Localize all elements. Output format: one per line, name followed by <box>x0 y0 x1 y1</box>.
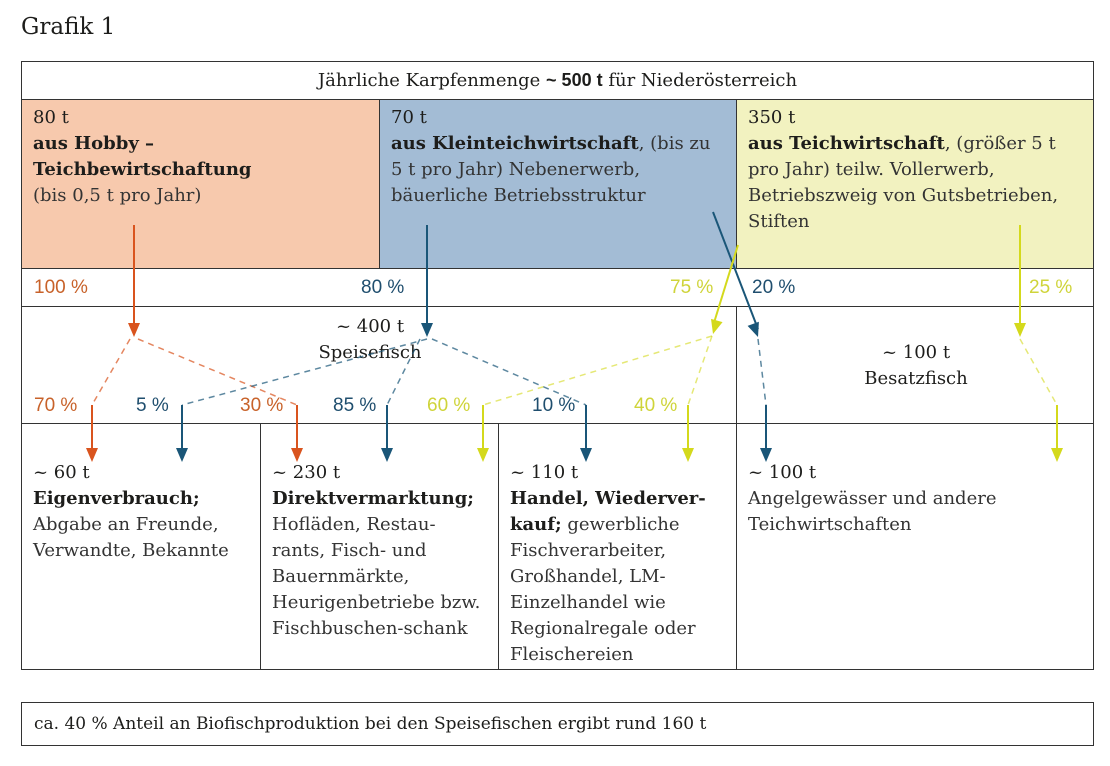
footer-note: ca. 40 % Anteil an Biofischproduktion be… <box>21 702 1094 746</box>
destination-amount: ~ 230 t <box>272 462 341 483</box>
arrowhead-icon <box>128 323 140 337</box>
source-teich-box <box>736 99 1094 268</box>
arrowhead-icon <box>291 448 303 462</box>
destination-direktvermarktung: ~ 230 t Direktvermarktung; Hofläden, Res… <box>260 454 498 648</box>
percent-label: 60 % <box>427 395 471 416</box>
node-amount: ~ 400 t <box>335 316 405 337</box>
source-amount: 350 t <box>748 107 796 128</box>
destination-amount: ~ 60 t <box>33 462 90 483</box>
destination-name: Direktvermarktung; <box>272 488 474 509</box>
arrowhead-icon <box>747 321 759 337</box>
arrowhead-icon <box>711 318 723 334</box>
flow-branch <box>91 338 131 406</box>
diagram-frame <box>21 61 1094 670</box>
node-label: Besatzfisch <box>864 368 968 389</box>
source-kleinteich-box <box>379 99 736 268</box>
destination-amount: ~ 110 t <box>510 462 579 483</box>
divider <box>736 99 737 268</box>
header: Jährliche Karpfenmenge ~ 500 t für Niede… <box>21 61 1094 99</box>
arrowhead-icon <box>421 323 433 337</box>
source-hobby-box <box>21 99 379 268</box>
percent-label: 85 % <box>333 395 377 416</box>
flow-branch <box>181 338 428 406</box>
divider <box>379 99 380 268</box>
arrowhead-icon <box>1014 323 1026 337</box>
divider <box>498 423 499 670</box>
besatzfisch-node: ~ 100 t Besatzfisch <box>826 340 1006 392</box>
arrowhead-icon <box>1051 448 1063 462</box>
arrowhead-icon <box>682 448 694 462</box>
header-amount: ~ 500 t <box>546 70 603 90</box>
percent-label: 75 % <box>670 277 714 298</box>
source-amount: 80 t <box>33 107 69 128</box>
node-label: Speisefisch <box>318 342 422 363</box>
source-teich: 350 t aus Teichwirtschaft, (größer 5 t p… <box>736 99 1094 241</box>
source-kleinteich: 70 t aus Kleinteichwirtschaft, (bis zu 5… <box>379 99 736 215</box>
arrowhead-icon <box>381 448 393 462</box>
source-name: aus Kleinteichwirtschaft <box>391 133 639 154</box>
percent-label: 10 % <box>532 395 576 416</box>
source-name: aus Teichwirtschaft <box>748 133 945 154</box>
destination-handel: ~ 110 t Handel, Wiederver-kauf; gewerbli… <box>498 454 736 674</box>
divider <box>21 268 1094 269</box>
flow-branch <box>482 335 713 406</box>
percent-label: 25 % <box>1029 277 1073 298</box>
percent-label: 70 % <box>34 395 78 416</box>
source-hobby: 80 t aus Hobby – Teichbewirtschaftung (b… <box>21 99 379 215</box>
flow-branch <box>687 335 713 406</box>
flow-arrow <box>712 211 759 330</box>
percent-label: 100 % <box>34 277 88 298</box>
destination-amount: ~ 100 t <box>748 462 817 483</box>
speisefisch-node: ~ 400 t Speisefisch <box>280 314 460 366</box>
header-prefix: Jährliche Karpfenmenge <box>317 70 541 91</box>
divider <box>736 306 737 670</box>
arrowhead-icon <box>176 448 188 462</box>
arrowhead-icon <box>477 448 489 462</box>
flow-branch <box>757 338 767 406</box>
percent-label: 30 % <box>240 395 284 416</box>
source-amount: 70 t <box>391 107 427 128</box>
destination-angelgewaesser: ~ 100 t Angelgewässer und andere Teichwi… <box>736 454 1094 544</box>
destination-name: Eigenverbrauch; <box>33 488 200 509</box>
destination-detail: Abgabe an Freunde, Verwandte, Bekannte <box>33 514 229 561</box>
percent-label: 80 % <box>361 277 405 298</box>
percent-label: 5 % <box>136 395 169 416</box>
flow-branch <box>1019 338 1058 406</box>
header-suffix: für Niederösterreich <box>608 70 798 91</box>
source-name: aus Hobby – Teichbewirtschaftung <box>33 133 252 180</box>
divider <box>21 423 1094 424</box>
node-amount: ~ 100 t <box>881 342 951 363</box>
arrowhead-icon <box>580 448 592 462</box>
source-detail: , (größer 5 t pro Jahr) teilw. Vollerwer… <box>748 133 1059 232</box>
divider <box>21 99 1094 100</box>
divider <box>260 423 261 670</box>
flow-branch <box>137 338 298 406</box>
arrowhead-icon <box>760 448 772 462</box>
arrowhead-icon <box>86 448 98 462</box>
figure-title: Grafik 1 <box>21 14 116 40</box>
source-detail: , (bis zu 5 t pro Jahr) Nebenerwerb, bäu… <box>391 133 711 206</box>
percent-label: 40 % <box>634 395 678 416</box>
destination-detail: Angelgewässer und andere Teichwirtschaft… <box>748 488 997 535</box>
source-detail: (bis 0,5 t pro Jahr) <box>33 185 202 206</box>
flow-branch <box>431 338 587 406</box>
destination-eigenverbrauch: ~ 60 t Eigenverbrauch; Abgabe an Freunde… <box>21 454 260 570</box>
flow-arrow <box>712 244 739 327</box>
flow-branch <box>386 338 421 406</box>
percent-label: 20 % <box>752 277 796 298</box>
destination-detail: gewerbliche Fischverarbeiter, Großhandel… <box>510 514 696 665</box>
destination-name: Handel, Wiederver-kauf; <box>510 488 706 535</box>
destination-detail: Hofläden, Restau-rants, Fisch- und Bauer… <box>272 514 481 639</box>
divider <box>21 306 1094 307</box>
